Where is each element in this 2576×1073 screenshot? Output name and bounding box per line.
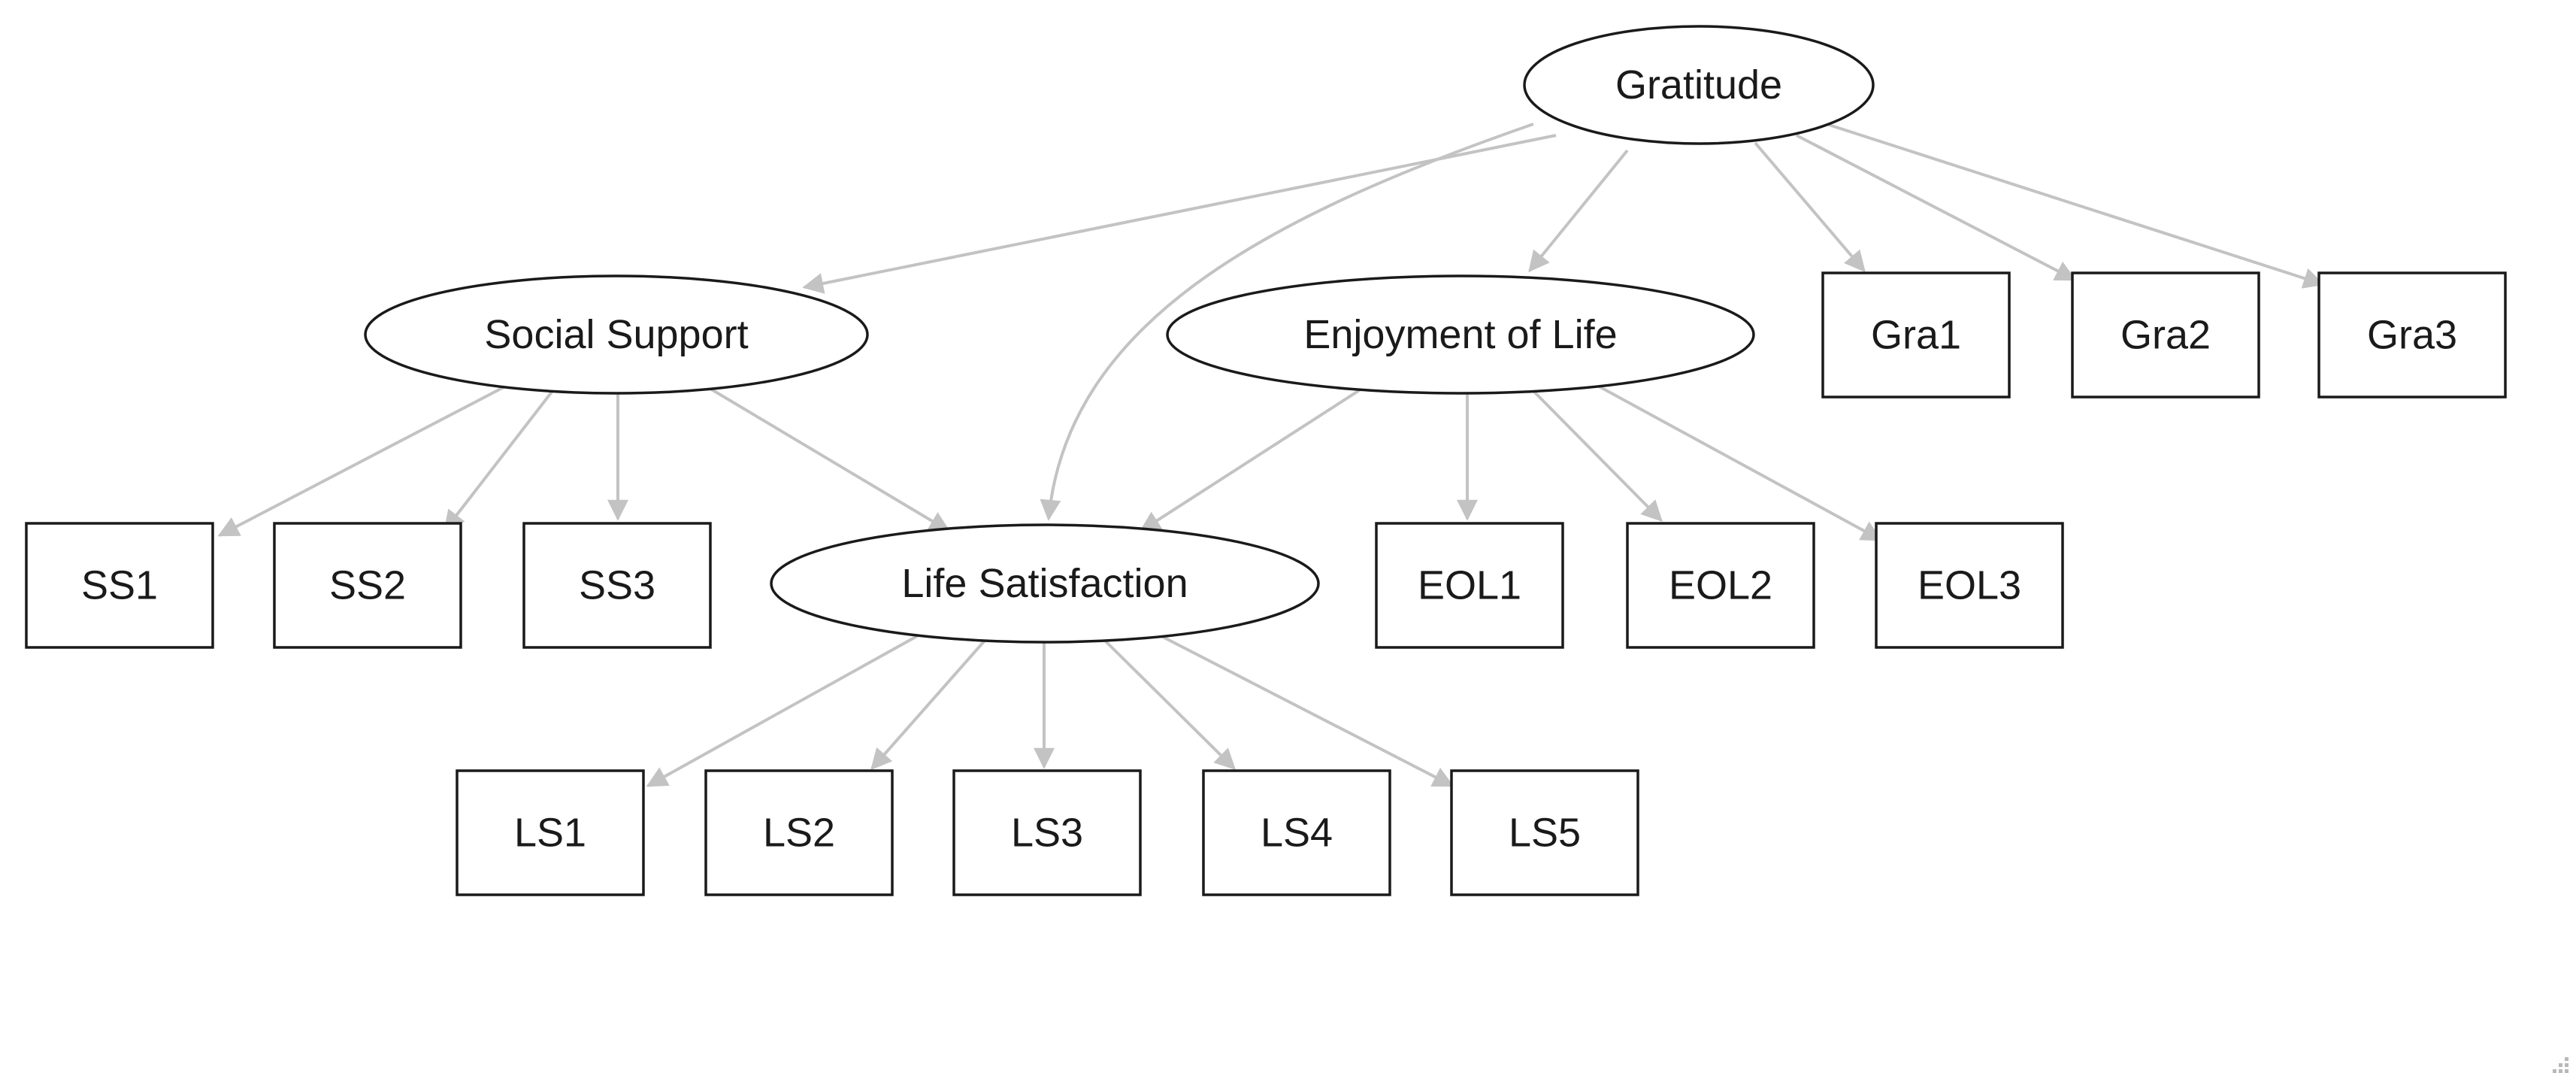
node-label: Gra1 <box>1871 313 1961 358</box>
edge-enjoy-to-lifesat <box>1139 388 1362 532</box>
node-label: Life Satisfaction <box>901 561 1188 606</box>
edge-gratitude-to-gra1 <box>1754 141 1866 273</box>
node-ls3[interactable]: LS3 <box>952 769 1142 896</box>
node-enjoy[interactable]: Enjoyment of Life <box>1166 274 1755 395</box>
edge-gratitude-to-lifesat <box>1040 123 1534 521</box>
observed-variable-box <box>1450 769 1639 896</box>
node-gratitude[interactable]: Gratitude <box>1523 25 1875 145</box>
node-ls5[interactable]: LS5 <box>1450 769 1639 896</box>
node-gra3[interactable]: Gra3 <box>2317 271 2507 399</box>
node-label: SS3 <box>579 563 655 608</box>
node-eol2[interactable]: EOL2 <box>1626 522 1815 649</box>
node-label: EOL3 <box>1918 563 2021 608</box>
edge-lifesat-to-ls5 <box>1161 635 1454 787</box>
node-ls2[interactable]: LS2 <box>704 769 894 896</box>
edge-lifesat-to-ls1 <box>646 635 918 787</box>
observed-variable-box <box>1202 769 1391 896</box>
latent-variable-ellipse <box>1523 25 1875 145</box>
observed-variable-box <box>704 769 894 896</box>
observed-variable-box <box>25 522 214 649</box>
node-label: LS1 <box>514 811 586 856</box>
edge-social-to-ss2 <box>443 389 554 532</box>
observed-variable-box <box>2071 271 2260 399</box>
edge-gratitude-to-gra3 <box>1826 123 2325 289</box>
node-gra1[interactable]: Gra1 <box>1821 271 2011 399</box>
observed-variable-box <box>456 769 645 896</box>
node-label: Gra2 <box>2120 313 2211 358</box>
edge-layer <box>217 123 2325 787</box>
node-label: SS1 <box>81 563 158 608</box>
node-label: LS4 <box>1261 811 1333 856</box>
node-ss3[interactable]: SS3 <box>522 522 712 649</box>
edge-lifesat-to-ls2 <box>870 639 986 771</box>
edge-enjoy-to-eol3 <box>1593 382 1883 541</box>
resize-grip-icon[interactable] <box>2553 1057 2568 1073</box>
observed-variable-box <box>1375 522 1564 649</box>
node-label: LS5 <box>1509 811 1581 856</box>
node-ls4[interactable]: LS4 <box>1202 769 1391 896</box>
latent-variable-ellipse <box>770 523 1320 644</box>
edge-social-to-lifesat <box>709 387 951 532</box>
observed-variable-box <box>1875 522 2064 649</box>
edge-enjoy-to-eol2 <box>1532 389 1663 522</box>
node-eol3[interactable]: EOL3 <box>1875 522 2064 649</box>
node-label: Social Support <box>484 312 748 357</box>
node-label: LS2 <box>763 811 835 856</box>
node-ss1[interactable]: SS1 <box>25 522 214 649</box>
node-label: EOL2 <box>1669 563 1772 608</box>
node-ls1[interactable]: LS1 <box>456 769 645 896</box>
latent-variable-ellipse <box>1166 274 1755 395</box>
node-label: Gra3 <box>2367 313 2457 358</box>
latent-variable-ellipse <box>364 274 869 395</box>
node-ss2[interactable]: SS2 <box>273 522 462 649</box>
observed-variable-box <box>1626 522 1815 649</box>
observed-variable-box <box>522 522 712 649</box>
edge-gratitude-to-gra2 <box>1796 134 2077 281</box>
node-label: LS3 <box>1011 811 1083 856</box>
observed-variable-box <box>1821 271 2011 399</box>
observed-variable-box <box>952 769 1142 896</box>
observed-variable-box <box>2317 271 2507 399</box>
observed-variable-box <box>273 522 462 649</box>
edge-gratitude-to-enjoy <box>1528 149 1629 273</box>
node-label: Enjoyment of Life <box>1303 312 1617 357</box>
node-lifesat[interactable]: Life Satisfaction <box>770 523 1320 644</box>
node-label: SS2 <box>329 563 406 608</box>
node-gra2[interactable]: Gra2 <box>2071 271 2260 399</box>
node-label: Gratitude <box>1615 62 1782 108</box>
node-eol1[interactable]: EOL1 <box>1375 522 1564 649</box>
edge-social-to-ss1 <box>217 386 504 537</box>
node-label: EOL1 <box>1418 563 1521 608</box>
edge-lifesat-to-ls4 <box>1103 639 1236 770</box>
node-social[interactable]: Social Support <box>364 274 869 395</box>
